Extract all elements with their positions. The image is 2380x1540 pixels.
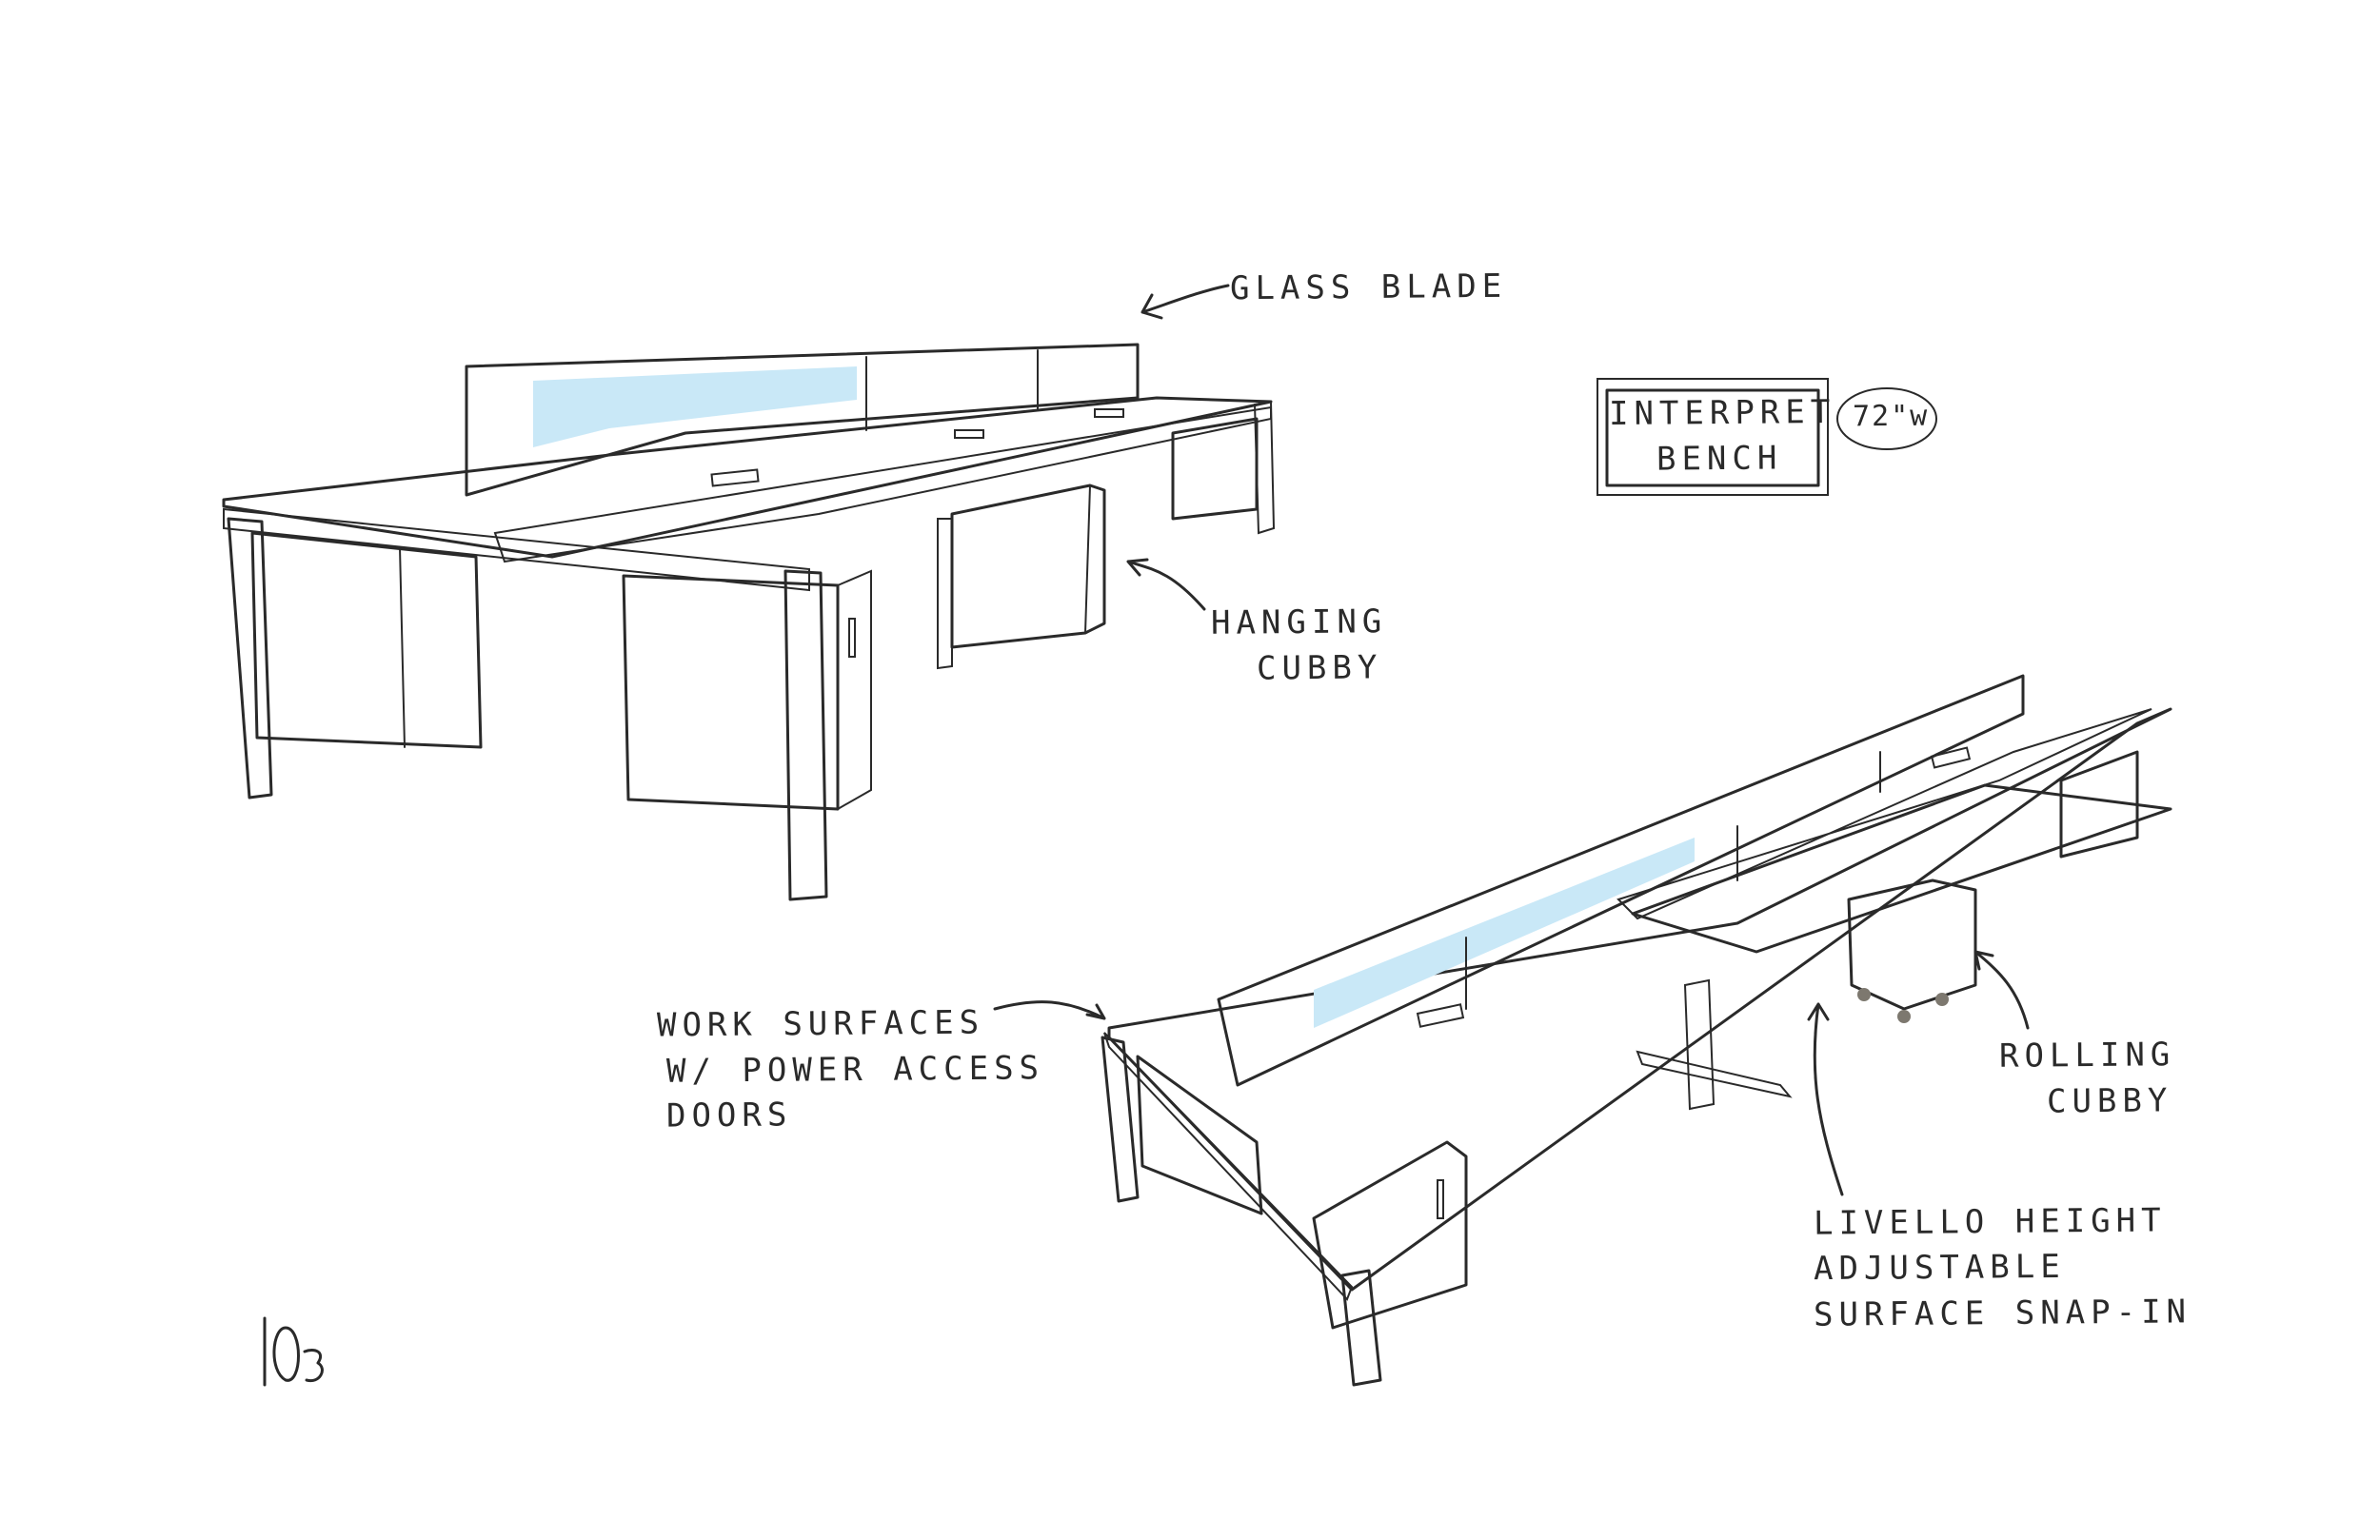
hanging-cubby-side	[1083, 484, 1105, 635]
title-box-inner	[1597, 378, 1829, 496]
frame-beam	[223, 507, 810, 592]
power-grommet	[1416, 1003, 1465, 1028]
livello-label-1: LIVELLO HEIGHT	[1813, 1201, 2167, 1243]
work-surfaces-label-1: WORK SURFACES	[656, 1003, 985, 1045]
glass-blade	[1217, 674, 2025, 1087]
caster	[1897, 1010, 1911, 1023]
livello-arrow	[1807, 1002, 1844, 1196]
power-grommet	[710, 468, 760, 487]
interpret-bench-subtitle: BENCH	[1656, 439, 1783, 479]
left-pedestal	[1136, 1055, 1263, 1215]
glass-blade	[465, 343, 1140, 497]
work-surface	[222, 396, 1273, 559]
right-pedestal-side	[837, 569, 872, 811]
right-pedestal	[622, 574, 840, 811]
hanging-cubby-arrow	[1126, 558, 1206, 611]
rear-pedestal	[2059, 750, 2139, 859]
power-grommet	[1094, 408, 1124, 418]
rolling-cubby	[1847, 879, 1977, 1011]
front-right-leg	[783, 569, 828, 901]
hanging-cubby	[950, 484, 1106, 649]
glass-blade-highlight	[533, 366, 857, 447]
rolling-cubby-arrow	[1973, 950, 2030, 1030]
work-surfaces-label-2: W/ POWER ACCESS	[665, 1049, 1045, 1091]
livello-label-3: SURFACE SNAP-IN	[1813, 1293, 2192, 1334]
interpret-bench-title: INTERPRET	[1608, 392, 1836, 434]
snap-in-surface	[1631, 783, 2172, 954]
interpret-bench-bottom	[1101, 674, 2172, 1387]
caster	[1935, 993, 1949, 1006]
left-pedestal	[250, 531, 483, 749]
rolling-cubby-label-1: ROLLING	[1998, 1036, 2176, 1076]
hanging-cubby-label-1: HANGING	[1210, 602, 1388, 642]
front-pedestal	[1312, 1140, 1468, 1330]
front-right-leg	[1340, 1269, 1382, 1387]
pedestal-handle	[1437, 1179, 1444, 1219]
pedestal-handle	[848, 618, 856, 658]
title-box	[1605, 388, 1820, 487]
width-note: 72"w	[1852, 399, 1930, 434]
caster	[1857, 988, 1871, 1001]
power-grommet	[954, 429, 984, 439]
rolling-cubby-label-2: CUBBY	[2046, 1081, 2173, 1121]
signature-mark	[263, 1316, 324, 1387]
work-surfaces-arrow	[993, 1000, 1106, 1020]
glass-blade-highlight	[1314, 838, 1695, 1028]
adjustable-foot	[1636, 1050, 1793, 1098]
front-left-leg	[1101, 1036, 1140, 1203]
adjustable-column	[1683, 978, 1716, 1111]
interpret-bench-top	[222, 343, 1276, 901]
work-surfaces-label-3: DOORS	[665, 1096, 793, 1135]
glass-blade-label: GLASS BLADE	[1229, 267, 1508, 308]
frame-beam	[1103, 1032, 1354, 1301]
hanging-cubby-label-2: CUBBY	[1256, 648, 1383, 688]
glass-blade-arrow	[1140, 284, 1230, 320]
rear-pedestal	[1171, 417, 1259, 521]
front-left-leg	[227, 517, 273, 800]
work-surface	[1616, 708, 2152, 920]
power-grommet	[1930, 746, 1972, 769]
livello-label-2: ADJUSTABLE	[1813, 1247, 2066, 1289]
middle-leg	[937, 518, 953, 670]
width-circle	[1836, 387, 1937, 450]
